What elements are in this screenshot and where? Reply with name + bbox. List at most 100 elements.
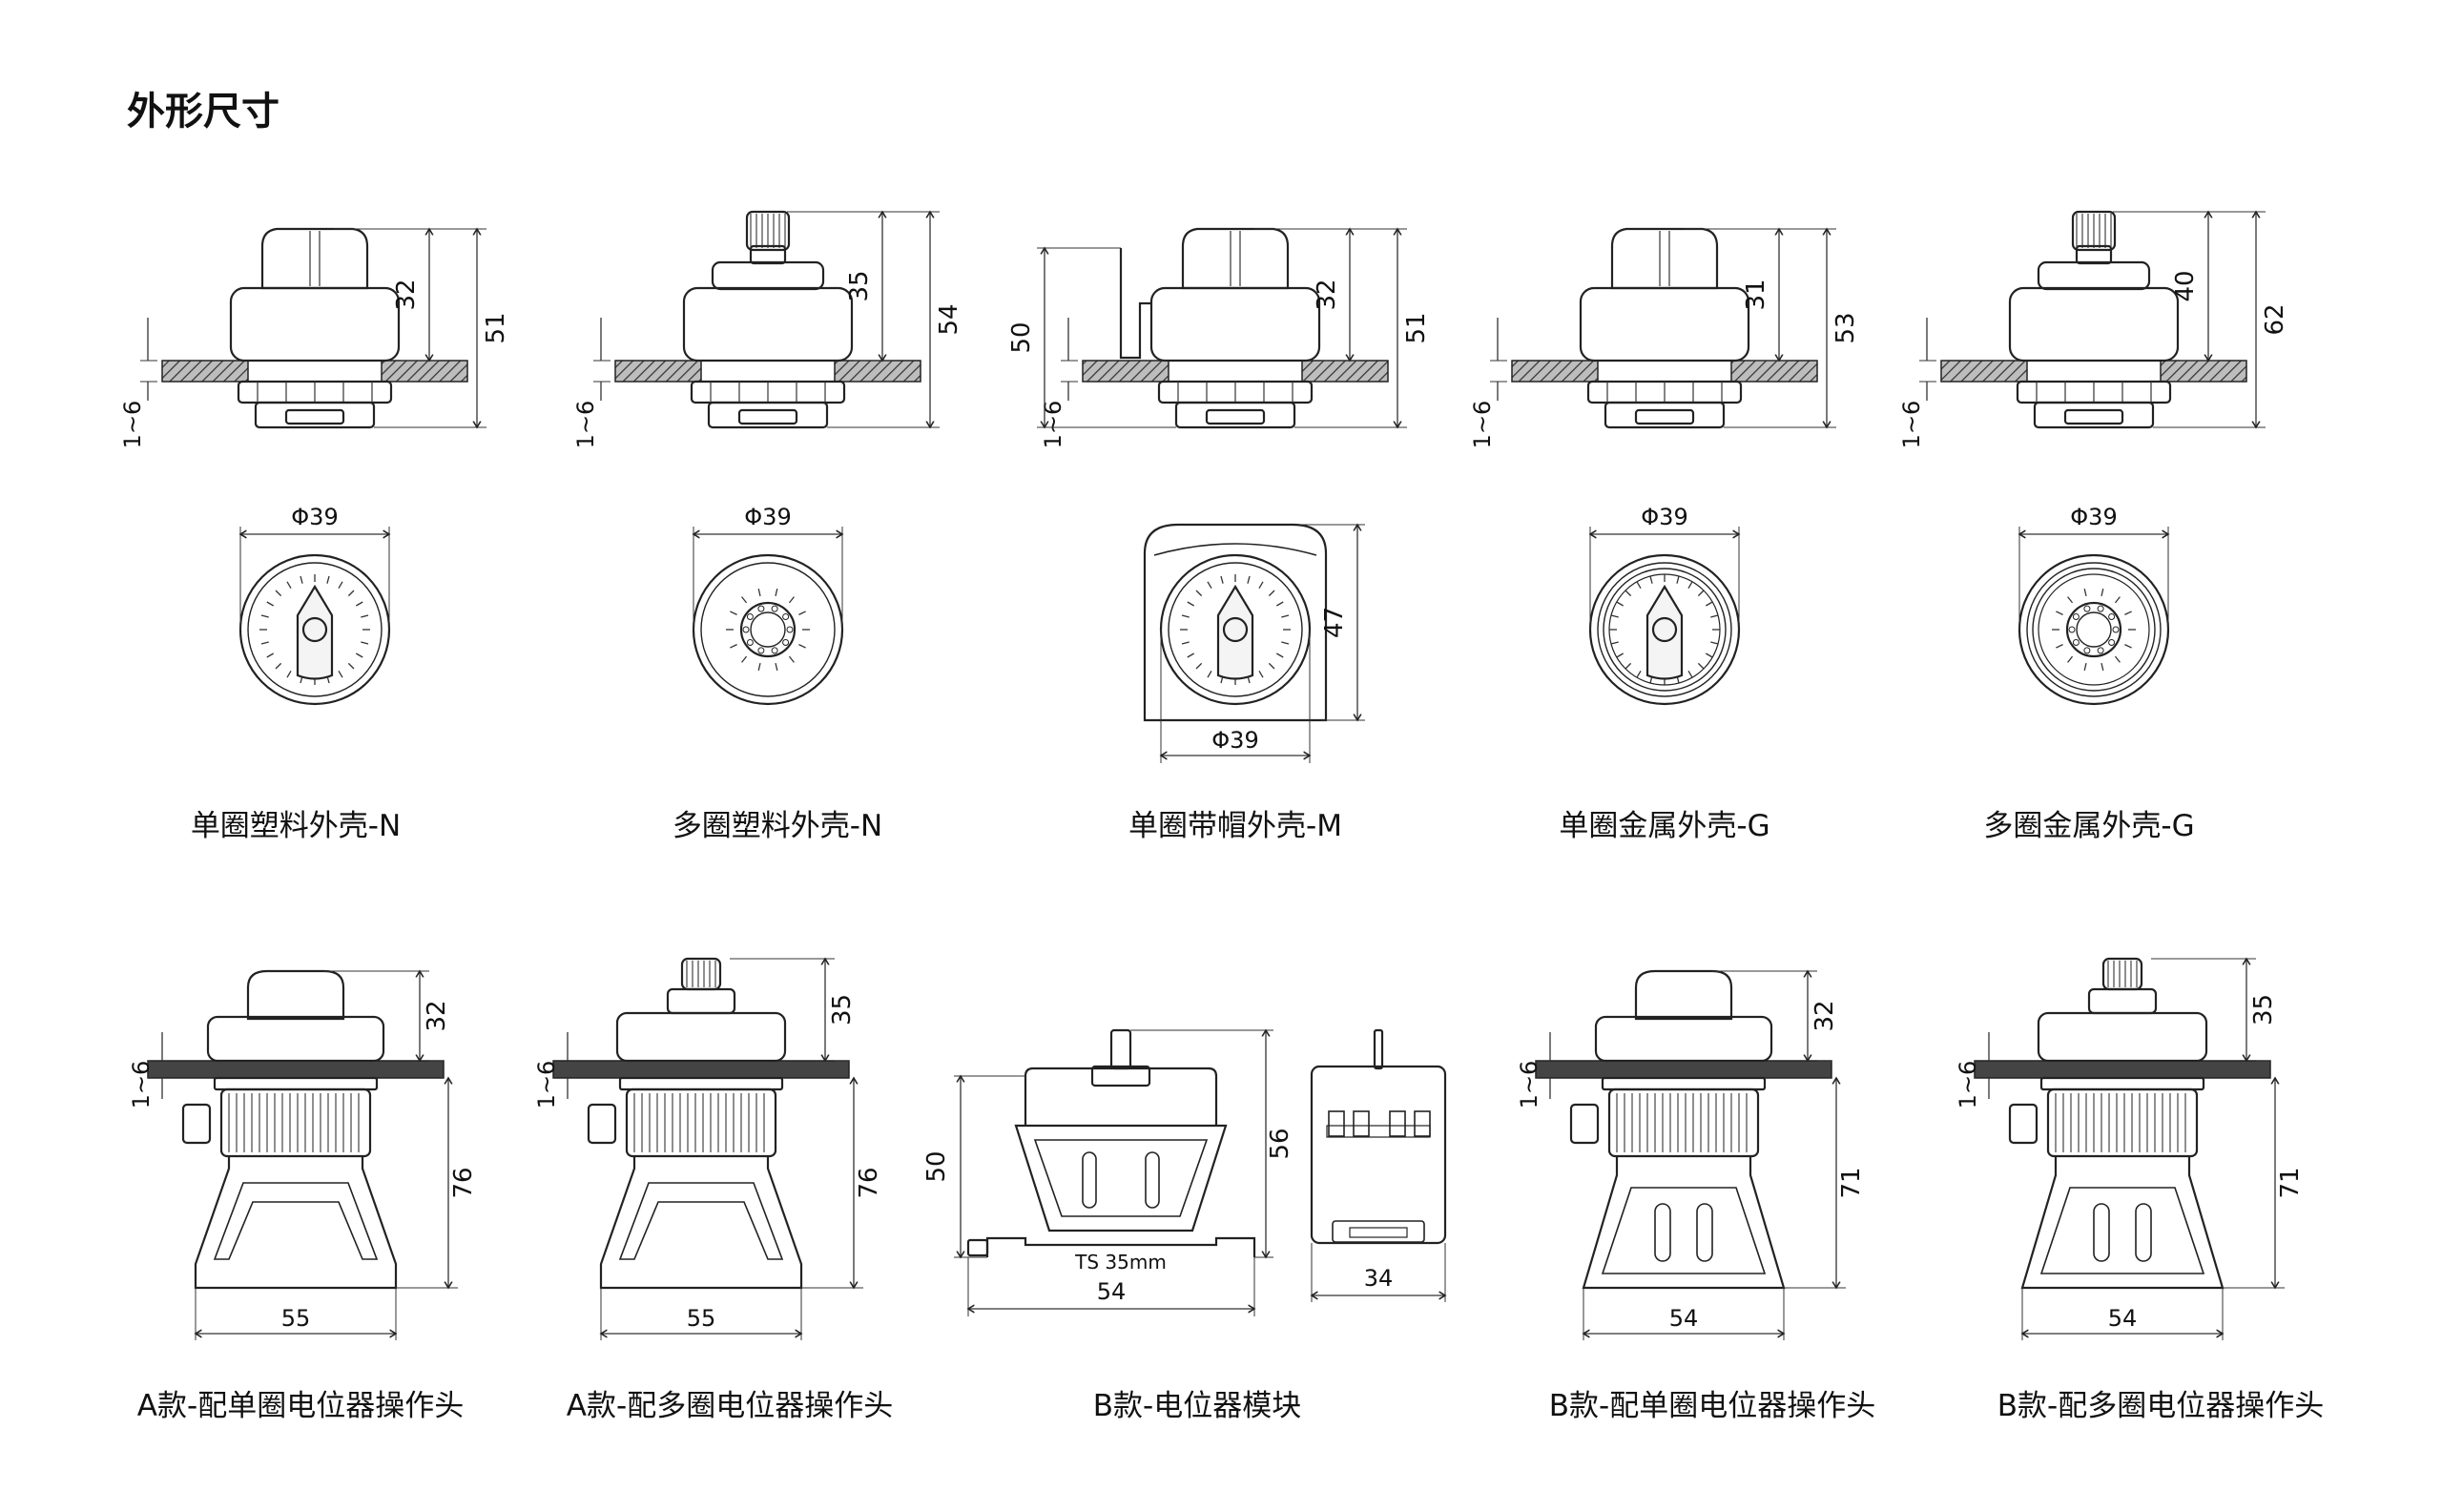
knurled-nut [1607,1087,1760,1158]
dimension-label: 54 [1669,1305,1699,1332]
panel-thickness-label: 1~6 [1898,401,1925,449]
knob-cap [246,969,345,1021]
dimension-label: 54 [935,303,963,335]
dimension-label: 40 [2171,270,2200,301]
dimension-label: Φ39 [2070,504,2117,530]
rail-label: TS 35mm [1074,1251,1167,1274]
panel-section [834,360,921,383]
housing [206,1015,385,1063]
dimension-label: 50 [1007,321,1036,353]
rear-body [254,401,376,429]
panel-section [1511,360,1599,383]
module-top [1024,1067,1218,1126]
dimension-label: 71 [1837,1167,1866,1198]
panel-section [2160,360,2247,383]
housing [615,1011,787,1063]
dimension-label: 56 [1266,1128,1294,1159]
caption-a-single: A款-配单圈电位器操作头 [136,1389,465,1423]
dimension-label: 76 [449,1167,478,1198]
knob-center [301,616,328,643]
caption-b-single: B款-配单圈电位器操作头 [1548,1389,1876,1423]
counter-ring [2065,601,2122,658]
panel-thickness-label: 1~6 [533,1061,560,1109]
knurled-knob [745,210,791,252]
outer-ring [692,553,844,706]
front-view-4: Φ39 [1590,504,1739,706]
dimension-label: 32 [392,279,421,310]
dimension-label: Φ39 [1641,504,1687,530]
dimension-label: 35 [828,994,857,1025]
dimension-label: 76 [855,1167,883,1198]
side-view-5: 40 62 1~6 [1898,212,2289,448]
knob-cap [1634,969,1733,1021]
pointer-knob [1216,584,1254,680]
panel-section [1730,360,1818,383]
rear-body [1604,401,1726,429]
caption-single-plastic-n: 单圈塑料外壳-N [190,809,402,843]
dimension-label: 32 [423,1000,451,1031]
panel-thickness-label: 1~6 [1516,1061,1542,1109]
module-body [1014,1124,1228,1232]
housing [682,286,854,362]
caption-multi-plastic-n: 多圈塑料外壳-N [672,809,883,843]
adapter-body [599,1156,803,1290]
front-view-2: Φ39 [692,504,844,706]
side-view-4: 31 53 1~6 [1469,229,1860,448]
knurled-nut [625,1087,777,1158]
pointer-knob [1645,584,1684,680]
panel-plate [1535,1060,1832,1079]
housing [1149,286,1321,362]
dimension-label: 54 [2108,1305,2138,1332]
rear-body [2033,401,2155,429]
panel-section [1301,360,1389,383]
dimension-label: Φ39 [291,504,338,530]
pointer-knob [296,584,334,680]
dimension-label: Φ39 [1211,727,1258,754]
panel-thickness-label: 1~6 [572,401,599,449]
panel-plate [147,1060,445,1079]
caption-single-cap-m: 单圈带帽外壳-M [1128,809,1342,843]
caption-b-multi: B款-配多圈电位器操作头 [1997,1389,2325,1423]
knob-cap [1181,227,1290,290]
knob-center [1651,616,1678,643]
housing [2037,1011,2208,1063]
dimension-label: 53 [1832,312,1860,343]
housing [1579,286,1750,362]
page-title: 外形尺寸 [127,90,279,134]
knob-center [1222,616,1249,643]
dimension-label: 50 [922,1150,951,1182]
dimension-label: 32 [1313,279,1341,310]
caption-b-module: B款-电位器模块 [1092,1389,1302,1423]
side-tab [1569,1103,1600,1145]
housing [1594,1015,1773,1063]
caption-single-metal-g: 单圈金属外壳-G [1559,809,1770,843]
knurled-knob [2071,210,2117,252]
rear-body [1174,401,1296,429]
side-tab [587,1103,617,1145]
dimension-label: 51 [482,312,510,343]
rail-clip [966,1238,989,1257]
operator-head-4: 32 71 1~6 54 [1516,971,1866,1340]
front-view-1: Φ39 [240,504,389,706]
module-side [1310,1065,1447,1245]
adapter-body [1582,1156,1786,1290]
knurled-nut [2046,1087,2199,1158]
dimension-label: 62 [2261,303,2289,335]
knurled-knob [680,957,722,991]
cap-arm [1119,248,1151,360]
panel-section [161,360,249,383]
dimension-label: 31 [1742,279,1770,310]
panel-thickness-label: 1~6 [1469,401,1496,449]
adapter-body [194,1156,398,1290]
dimension-label: 32 [1811,1000,1839,1031]
knurled-knob [2101,957,2143,991]
dimension-label: Φ39 [744,504,791,530]
dial-body [711,260,825,291]
panel-section [381,360,468,383]
knob-cap [1610,227,1719,290]
